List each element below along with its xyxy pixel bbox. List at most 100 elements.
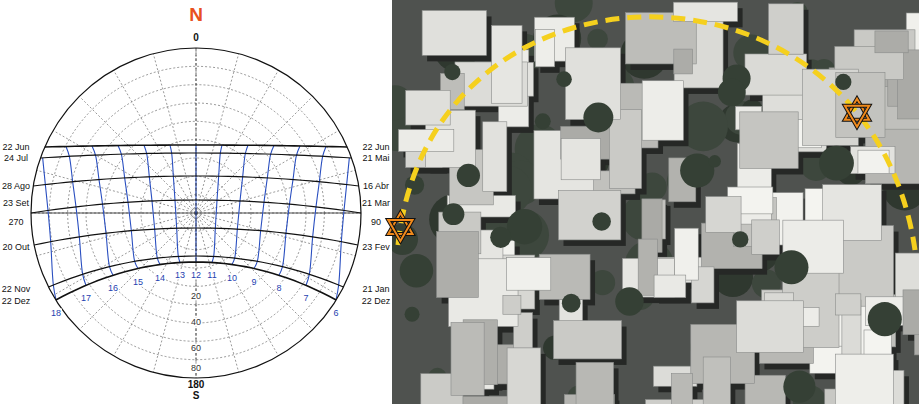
aerial-photo	[392, 0, 919, 404]
hour-label: 18	[50, 308, 62, 317]
tree	[615, 287, 643, 315]
building-roof	[706, 197, 741, 233]
azimuth-line	[196, 213, 355, 256]
hour-line	[279, 146, 300, 275]
building-roof	[437, 232, 479, 298]
azimuth-label: 0	[193, 33, 199, 43]
building-roof	[561, 138, 600, 179]
hour-label: 16	[107, 284, 119, 293]
building-roof	[503, 295, 521, 314]
sun-path-arc	[398, 17, 915, 250]
chart-lines	[31, 48, 361, 378]
building-roof	[737, 301, 804, 353]
azimuth-label: S	[193, 391, 200, 401]
tree	[535, 113, 551, 129]
building-roof	[451, 322, 484, 395]
date-label: 23 Set	[3, 199, 29, 208]
tree	[774, 250, 808, 284]
photo-ground	[392, 0, 919, 404]
building-roof	[507, 348, 541, 404]
date-label: 20 Out	[2, 243, 29, 252]
azimuth-label: 180	[188, 380, 205, 390]
tree	[708, 155, 721, 168]
hour-line	[66, 146, 86, 285]
hour-line	[118, 146, 138, 269]
date-label: 21 Mar	[362, 199, 390, 208]
building-roof	[858, 150, 889, 173]
altitude-label: 80	[190, 364, 202, 373]
azimuth-line	[114, 70, 197, 213]
building-roof	[483, 122, 507, 192]
hour-label: 8	[275, 284, 282, 293]
azimuth-line	[196, 70, 279, 213]
tree	[718, 78, 746, 106]
date-label: 21 Jan	[362, 285, 389, 294]
tree	[868, 302, 902, 336]
building-roof	[769, 4, 804, 54]
date-label: 24 Jul	[4, 154, 28, 163]
hour-line	[170, 145, 180, 262]
tree	[490, 227, 511, 248]
hour-line	[144, 145, 160, 264]
building-roof	[875, 31, 908, 53]
altitude-label: 20	[190, 292, 202, 301]
azimuth-line	[196, 213, 239, 372]
date-label: 22 Jun	[2, 143, 29, 152]
sun-star	[845, 106, 869, 127]
hour-label: 14	[154, 273, 166, 282]
hour-line	[254, 146, 274, 269]
date-label: 28 Ago	[2, 182, 30, 191]
building-roof	[422, 10, 486, 55]
azimuth-line	[196, 213, 339, 296]
date-label: 16 Abr	[363, 182, 389, 191]
chart-grid	[31, 48, 361, 378]
sun-star	[845, 106, 869, 127]
hour-label: 9	[250, 277, 257, 286]
sun-star	[388, 220, 412, 241]
altitude-label: 60	[190, 344, 202, 353]
tree	[400, 254, 434, 288]
building-roof	[642, 81, 683, 141]
hour-label: 7	[302, 294, 309, 303]
tree	[592, 212, 611, 231]
building-roof	[609, 110, 641, 189]
date-label: 270	[8, 218, 23, 227]
building-roof	[553, 321, 621, 359]
hour-label: 17	[80, 294, 92, 303]
date-label: 22 Jun	[362, 143, 389, 152]
building-roof	[675, 228, 699, 280]
date-label: 23 Fev	[362, 243, 390, 252]
tree	[392, 224, 418, 255]
hour-label: 11	[206, 271, 217, 280]
building-roof	[576, 362, 613, 404]
date-label: 90	[371, 218, 381, 227]
altitude-label: 40	[190, 318, 202, 327]
date-label: 22 Nov	[2, 285, 31, 294]
tree	[444, 64, 460, 80]
compass-north: N	[189, 5, 203, 24]
hour-label: 13	[174, 271, 186, 280]
tree	[443, 203, 465, 225]
building-roof	[671, 374, 692, 404]
azimuth-line	[37, 213, 196, 256]
building-roof	[752, 220, 780, 254]
azimuth-line	[53, 213, 196, 296]
building-roof	[835, 354, 893, 404]
building-roof	[740, 112, 798, 169]
sun-star	[388, 220, 412, 241]
building-roof	[836, 73, 885, 138]
tree	[835, 74, 851, 90]
tree	[457, 164, 480, 187]
tree	[507, 209, 542, 244]
hour-line	[212, 145, 222, 262]
tree	[556, 71, 572, 87]
building-roof	[558, 190, 620, 239]
hour-line	[306, 146, 326, 285]
horizon-circle	[31, 48, 361, 378]
hour-label: 15	[132, 277, 144, 286]
tree	[783, 371, 815, 403]
tree	[583, 103, 613, 133]
